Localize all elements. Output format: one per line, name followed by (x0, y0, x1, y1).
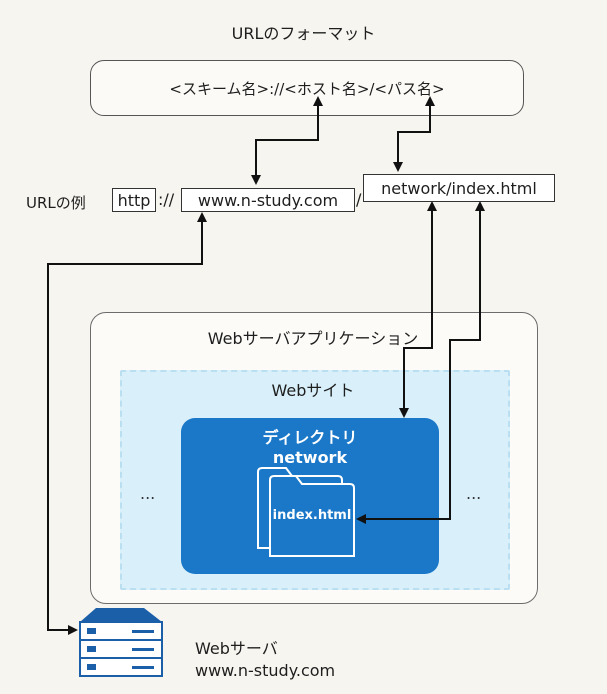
diagram-title: URLのフォーマット (231, 24, 376, 43)
server-icon (79, 608, 163, 677)
web-server-host: www.n-study.com (195, 661, 336, 680)
directory-name: network (272, 448, 348, 467)
url-host-box: www.n-study.com (181, 188, 355, 212)
file-label: index.html (272, 508, 352, 523)
path-to-directory-arrow (399, 201, 437, 418)
directory-label: ディレクトリ network (181, 428, 439, 468)
url-scheme-text: http (117, 191, 151, 210)
url-host-text: www.n-study.com (197, 191, 339, 210)
url-example-label: URLの例 (26, 194, 86, 212)
url-slash: / (356, 190, 362, 209)
url-scheme-box: http (112, 188, 156, 212)
host-to-server-arrow (47, 212, 207, 635)
path-to-file-arrow (356, 201, 485, 524)
website-label: Webサイト (271, 381, 355, 400)
web-server-title: Webサーバ (195, 639, 278, 658)
url-scheme-separator: :// (158, 190, 175, 209)
folder-icon (257, 467, 355, 557)
format-path-arrow (393, 96, 435, 172)
web-server-label: Webサーバ www.n-study.com (195, 638, 335, 682)
url-format-text: <スキーム名>://<ホスト名>/<パス名> (169, 79, 445, 98)
url-path-box: network/index.html (363, 174, 555, 202)
directory-title: ディレクトリ (262, 428, 358, 447)
url-path-text: network/index.html (381, 179, 537, 198)
format-host-arrow (251, 96, 323, 185)
